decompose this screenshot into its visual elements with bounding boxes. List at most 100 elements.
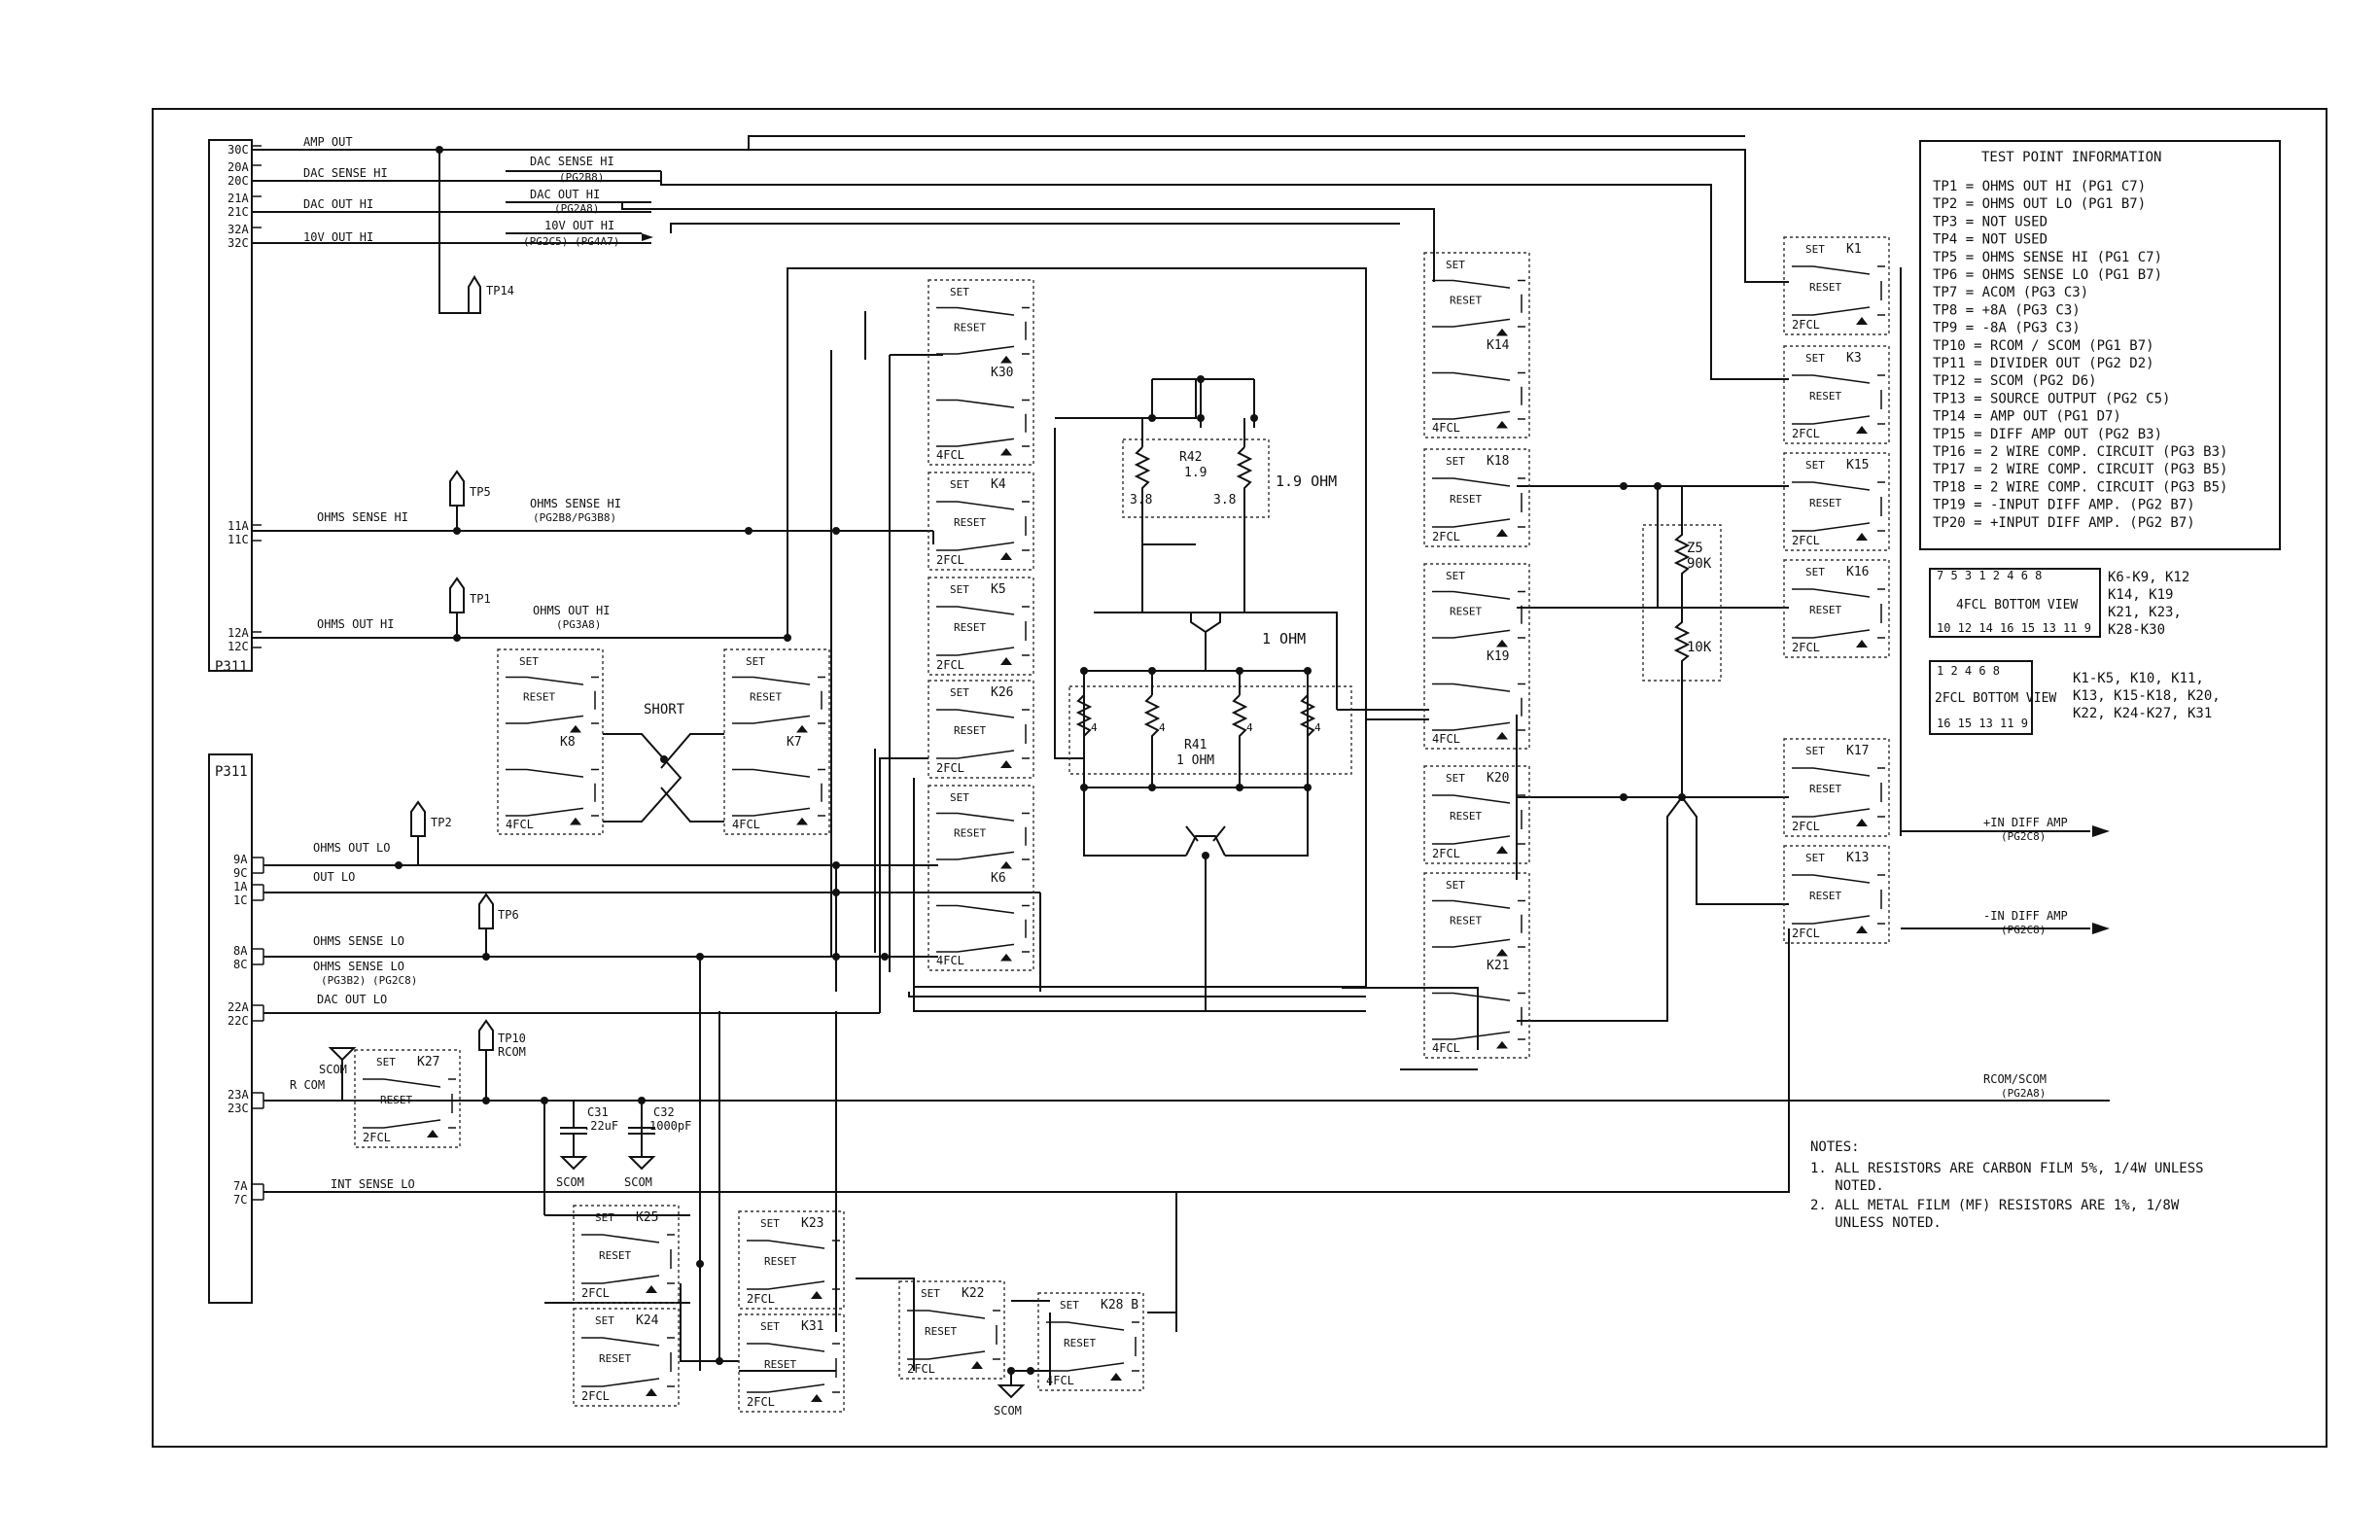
scom-label-c31: SCOM (556, 1175, 584, 1189)
relay-k18-label: K18 (1487, 454, 1509, 469)
relay-k24-set: SET (595, 1314, 614, 1327)
offpage-minus-in-diff-amp-ref: (PG2C8) (2001, 924, 2046, 936)
relay-k20-label: K20 (1487, 771, 1509, 786)
relay-k13-label: K13 (1846, 851, 1869, 865)
fcl4-title: 4FCL BOTTOM VIEW (1956, 598, 2078, 612)
connector-top-label: P311 (215, 659, 248, 675)
relay-k18-reset: RESET (1450, 493, 1482, 506)
pin-7a: 7A (233, 1179, 248, 1193)
label-ohms-sense-hi: OHMS SENSE HI (317, 510, 408, 524)
fcl2-top-pins: 1 2 4 6 8 (1937, 664, 2000, 678)
label-10v-out-hi: 10V OUT HI (303, 230, 373, 244)
relay-k21-label: K21 (1487, 959, 1509, 973)
tp5-label: TP5 (470, 485, 491, 499)
scom-ground-bottom: SCOM (994, 1371, 1026, 1418)
z5-10k-label: 10K (1687, 640, 1712, 655)
tp14-symbol: TP14 (468, 275, 514, 314)
note-1-cont: NOTED. (1810, 1178, 1884, 1194)
fcl2-applies-1: K1-K5, K10, K11, (2073, 671, 2204, 686)
label-out-lo: OUT LO (313, 870, 355, 884)
pin-11c: 11C (228, 533, 249, 546)
relay-k14-reset: RESET (1450, 294, 1482, 306)
drawing-frame (152, 108, 2328, 1448)
tp14-label: TP14 (486, 284, 514, 298)
pin-30c: 30C (228, 143, 249, 157)
relay-k30-type: 4FCL (936, 448, 964, 462)
pin-1a: 1A (233, 880, 248, 893)
relay-k18-type: 2FCL (1432, 530, 1460, 543)
relay-k7-set: SET (746, 655, 765, 668)
r42-value: 1.9 (1184, 466, 1207, 480)
offpage-ohms-sense-lo: OHMS SENSE LO (313, 960, 404, 973)
relay-k4-reset: RESET (954, 516, 986, 529)
offpage-minus-in-diff-amp: -IN DIFF AMP (1983, 909, 2068, 923)
fcl2-title: 2FCL BOTTOM VIEW (1935, 691, 2056, 706)
relay-k21-type: 4FCL (1432, 1041, 1460, 1055)
relay-k30-label: K30 (991, 366, 1013, 380)
offpage-dac-out-hi-ref: (PG2A8) (554, 202, 599, 215)
pin-22a: 22A (228, 1000, 249, 1014)
fcl4-top-pins: 7 5 3 1 2 4 6 8 (1937, 569, 2042, 582)
relay-k1-label: K1 (1846, 242, 1862, 257)
relay-k23-label: K23 (801, 1216, 823, 1231)
relay-k17-label: K17 (1846, 744, 1869, 758)
relay-k31-set: SET (760, 1320, 780, 1333)
test-point-line: TP16 = 2 WIRE COMP. CIRCUIT (PG3 B3) (1933, 444, 2227, 460)
test-point-line: TP13 = SOURCE OUTPUT (PG2 C5) (1933, 391, 2170, 406)
test-points: TP14 TP5 TP1 TP2 TP6 TP10 RCOM SCOM (319, 275, 1026, 1418)
scom-label-left: SCOM (319, 1063, 347, 1076)
relay-k15-reset: RESET (1809, 497, 1841, 509)
relay-k28-label: K28 B (1101, 1298, 1138, 1312)
note-1: 1. ALL RESISTORS ARE CARBON FILM 5%, 1/4… (1810, 1161, 2204, 1176)
relay-k6-set: SET (950, 791, 969, 804)
test-point-line: TP7 = ACOM (PG3 C3) (1933, 285, 2088, 300)
relay-k19-type: 4FCL (1432, 732, 1460, 746)
wiring (252, 135, 2110, 1385)
test-point-line: TP19 = -INPUT DIFF AMP. (PG2 B7) (1933, 498, 2195, 513)
scom-ground-left: SCOM (319, 1047, 362, 1102)
offpage-dac-sense-hi-ref: (PG2B8) (559, 171, 604, 184)
fcl2-applies-3: K22, K24-K27, K31 (2073, 706, 2212, 721)
fcl4-applies-2: K14, K19 (2108, 587, 2173, 603)
test-point-line: TP4 = NOT USED (1933, 232, 2048, 248)
scom-label-c32: SCOM (624, 1175, 652, 1189)
tp2-symbol: TP2 (410, 800, 452, 865)
test-point-line: TP8 = +8A (PG3 C3) (1933, 302, 2081, 318)
r42-ohm-label: 1.9 OHM (1276, 472, 1337, 490)
relay-k13-reset: RESET (1809, 890, 1841, 902)
relay-k5-reset: RESET (954, 621, 986, 634)
pin-21a: 21A (228, 192, 249, 205)
test-point-line: TP17 = 2 WIRE COMP. CIRCUIT (PG3 B5) (1933, 462, 2227, 477)
relay-k8-type: 4FCL (506, 818, 534, 831)
relay-k27-set: SET (376, 1056, 396, 1068)
test-point-line: TP6 = OHMS SENSE LO (PG1 B7) (1933, 267, 2162, 283)
offpage-ohms-out-hi-ref: (PG3A8) (556, 618, 601, 631)
relay-k30-reset: RESET (954, 321, 986, 333)
scom-label-bottom: SCOM (994, 1404, 1022, 1418)
test-point-line: TP5 = OHMS SENSE HI (PG1 C7) (1933, 250, 2162, 265)
label-dac-sense-hi: DAC SENSE HI (303, 166, 388, 180)
tp2-label: TP2 (431, 816, 452, 829)
offpage-dac-sense-hi: DAC SENSE HI (530, 155, 614, 168)
relay-k18-set: SET (1446, 455, 1465, 468)
relay-k21-set: SET (1446, 879, 1465, 892)
c31-label: C31 (587, 1105, 609, 1119)
relay-k27-reset: RESET (380, 1094, 412, 1106)
relay-k26-type: 2FCL (936, 761, 964, 775)
offpage-references: DAC SENSE HI (PG2B8) DAC OUT HI (PG2A8) … (313, 155, 2068, 1100)
pin-12c: 12C (228, 640, 249, 653)
relay-k28-set: SET (1060, 1299, 1079, 1312)
offpage-ohms-sense-hi: OHMS SENSE HI (530, 497, 621, 510)
relay-k1-reset: RESET (1809, 281, 1841, 294)
pin-22c: 22C (228, 1014, 249, 1028)
